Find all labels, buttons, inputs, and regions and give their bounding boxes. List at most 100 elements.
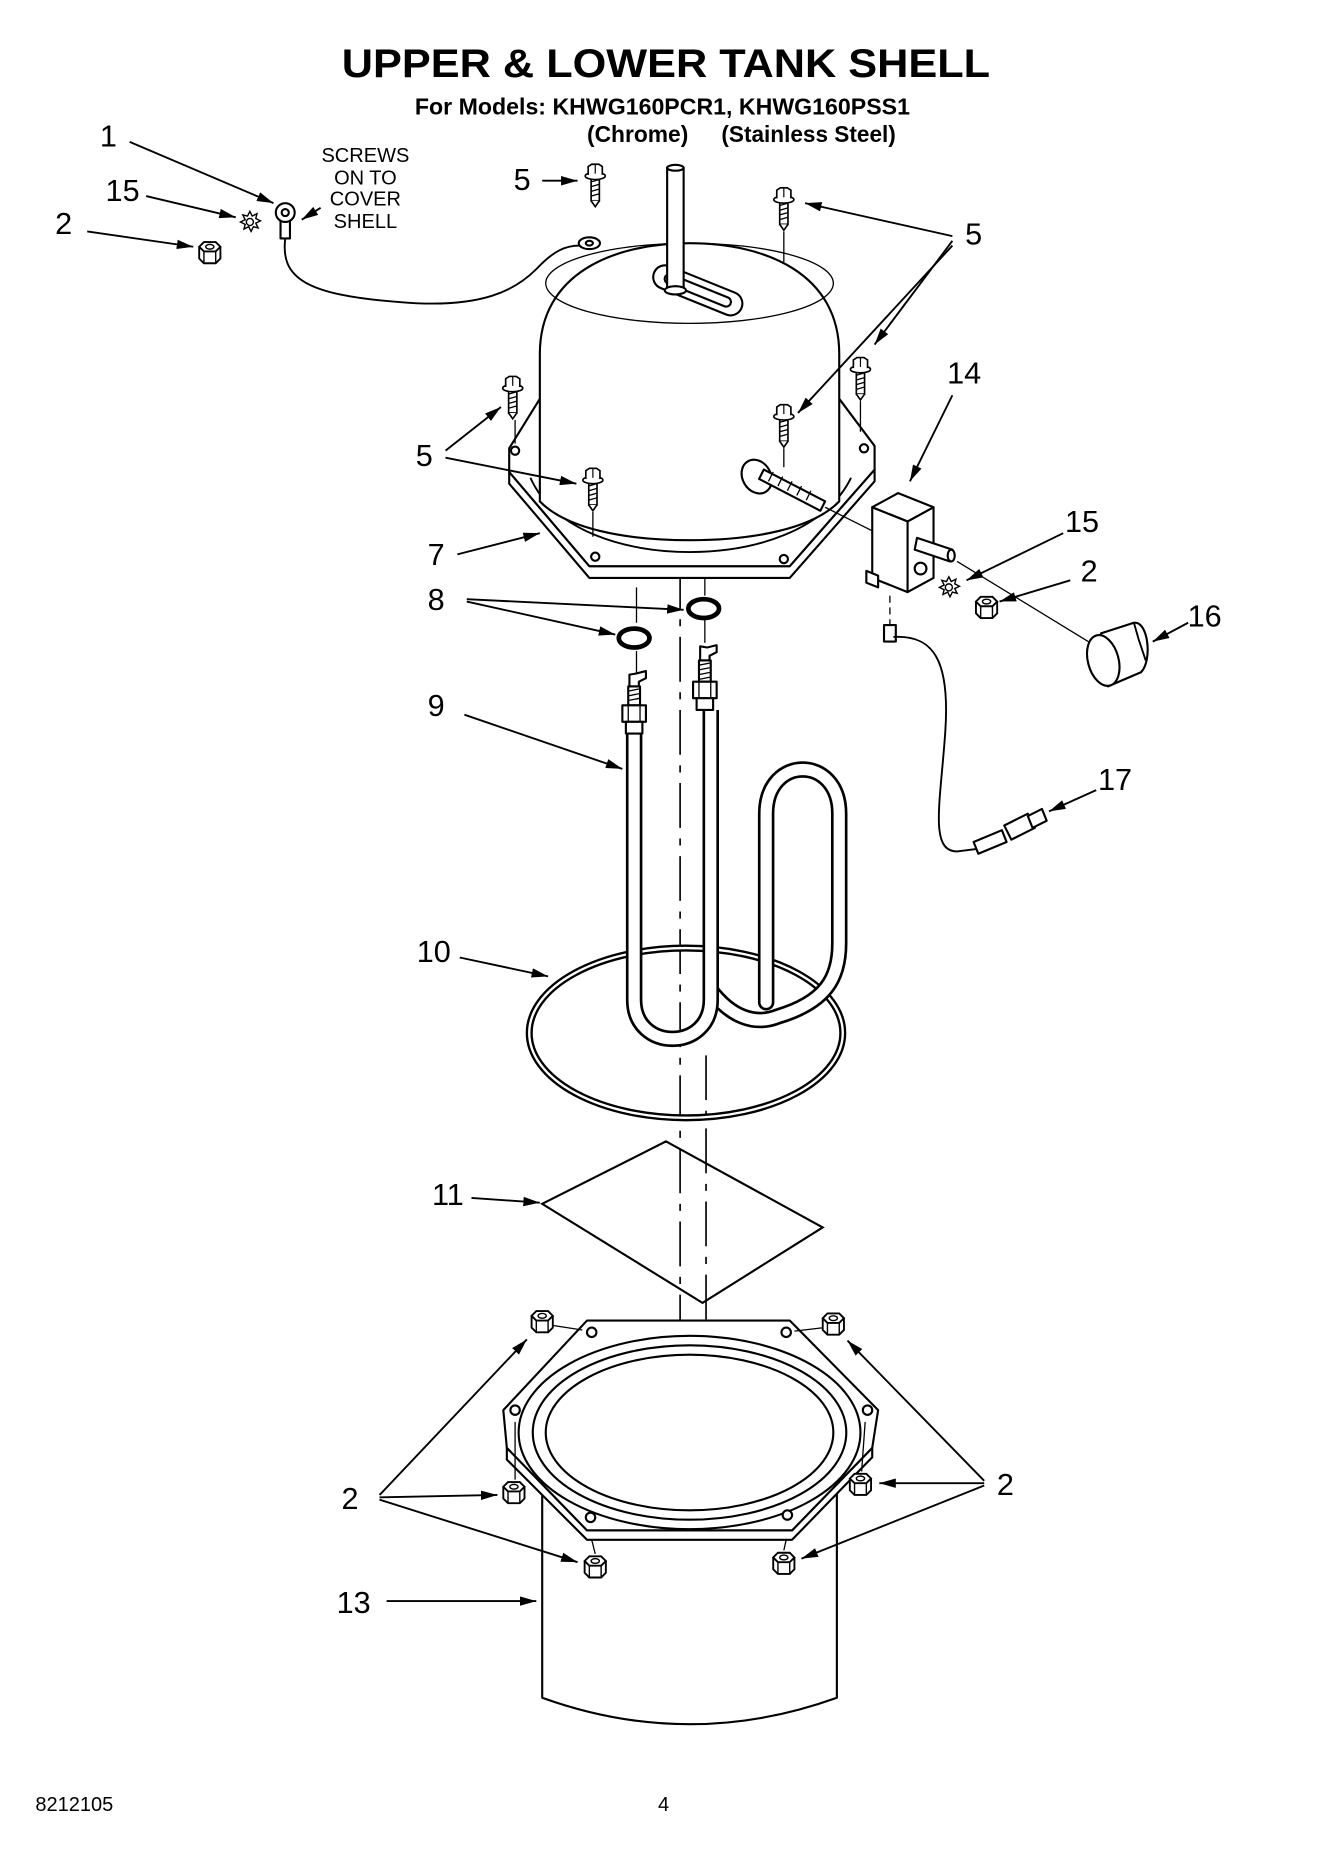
leader-line [466,600,616,636]
rod-top [666,163,685,172]
screw-icon [584,163,607,208]
terminal-hex [692,680,718,700]
page-title: UPPER & LOWER TANK SHELL [342,42,990,86]
callout-15: 15 [1065,505,1099,539]
leader-line [464,713,623,770]
stud-axis [783,1539,787,1551]
terminal-hex [621,704,647,723]
leader-line [379,1490,498,1501]
thermostat-assembly [758,468,1149,855]
flange-hole [781,1509,794,1521]
o-rings [616,596,722,650]
flange-hole [861,1404,874,1416]
leader-line [909,394,954,482]
terminal-collar [695,697,715,712]
callout-2: 2 [1081,554,1098,588]
callout-8: 8 [428,583,445,617]
callout-10: 10 [417,935,451,969]
note-line: SHELL [334,211,397,233]
element-loop-outline [702,761,848,1029]
threaded-rod [758,468,827,512]
callout-16: 16 [1188,599,1222,633]
element-tube-outline [625,709,720,1048]
callouts: 1 15 2 5 5 14 5 7 15 2 8 16 9 17 10 11 2… [55,120,1222,1620]
callout-1: 1 [100,120,117,154]
callout-11: 11 [432,1178,464,1212]
shaft-end [946,548,956,563]
callout-14: 14 [947,356,981,390]
screw-icon [849,356,872,401]
leader-line [999,579,1071,603]
leader-line [379,1498,578,1564]
insulation-sheet [540,1140,825,1305]
callout-9: 9 [428,689,445,723]
flange-hole [780,1326,792,1339]
callout-13: 13 [337,1586,371,1620]
nut-icon [583,1555,607,1579]
document-number: 8212105 [35,1794,113,1816]
callout-15: 15 [106,174,140,208]
element-tube [628,709,717,1045]
gasket-ring-gap [528,946,844,1119]
leader-line [966,532,1064,582]
flange-opening [544,1353,835,1512]
leader-line [87,230,194,250]
leader-line [471,1196,540,1207]
leader-lines [87,140,1189,1606]
nut-icon [502,1481,526,1505]
flange-hole [778,553,790,565]
upper-tank-shell [508,163,876,580]
leader-line [445,456,577,486]
thermostat-tab [865,569,880,589]
thermostat-hole [740,458,773,495]
gasket [525,944,847,1122]
flange-hole [509,445,521,456]
stud-axis [794,1326,824,1332]
knob-icon [1085,634,1121,687]
stem-threads [698,662,711,680]
nut-icon [772,1551,796,1575]
note-line: COVER [330,188,401,210]
callout-2: 2 [997,1468,1014,1502]
finish-chrome: (Chrome) [587,121,688,147]
o-ring-icon [616,626,652,650]
screw-icon [501,375,524,420]
callout-5: 5 [416,439,433,473]
leader-line [873,240,954,346]
callout-2: 2 [55,207,72,241]
note-line: ON TO [334,167,397,189]
page-number: 4 [658,1794,669,1816]
screws [501,163,872,537]
thermostat-top [871,492,935,523]
leader-line [804,202,953,238]
nut-icon [848,1472,873,1496]
leader-line [129,140,274,205]
terminal-tab [628,670,647,688]
leader-line [466,598,684,614]
center-rod [666,166,685,292]
callout-2: 2 [342,1482,359,1516]
lower-tank-shell [502,1310,880,1726]
leader-line [846,1339,985,1482]
stud-axis [860,1421,866,1472]
rod-axis [824,506,873,532]
leader-line [444,406,502,452]
stem-threads [628,688,641,702]
flange-hole [585,1326,598,1339]
flange-hole [584,1511,597,1524]
nut-icon [530,1310,554,1334]
ring-hole [280,207,290,218]
hex-edges [698,681,712,699]
heating-element [621,644,848,1048]
callout-5: 5 [965,217,982,251]
leader-line [301,206,322,221]
thermostat-wire [893,635,977,853]
flange-hole [858,443,870,454]
leader-line [1152,621,1189,643]
callout-7: 7 [428,538,445,572]
terminal-tab [699,644,718,662]
o-ring-icon [686,596,722,621]
rod-threads [767,471,812,501]
leader-line [378,1338,528,1496]
nut-icon [198,241,222,265]
